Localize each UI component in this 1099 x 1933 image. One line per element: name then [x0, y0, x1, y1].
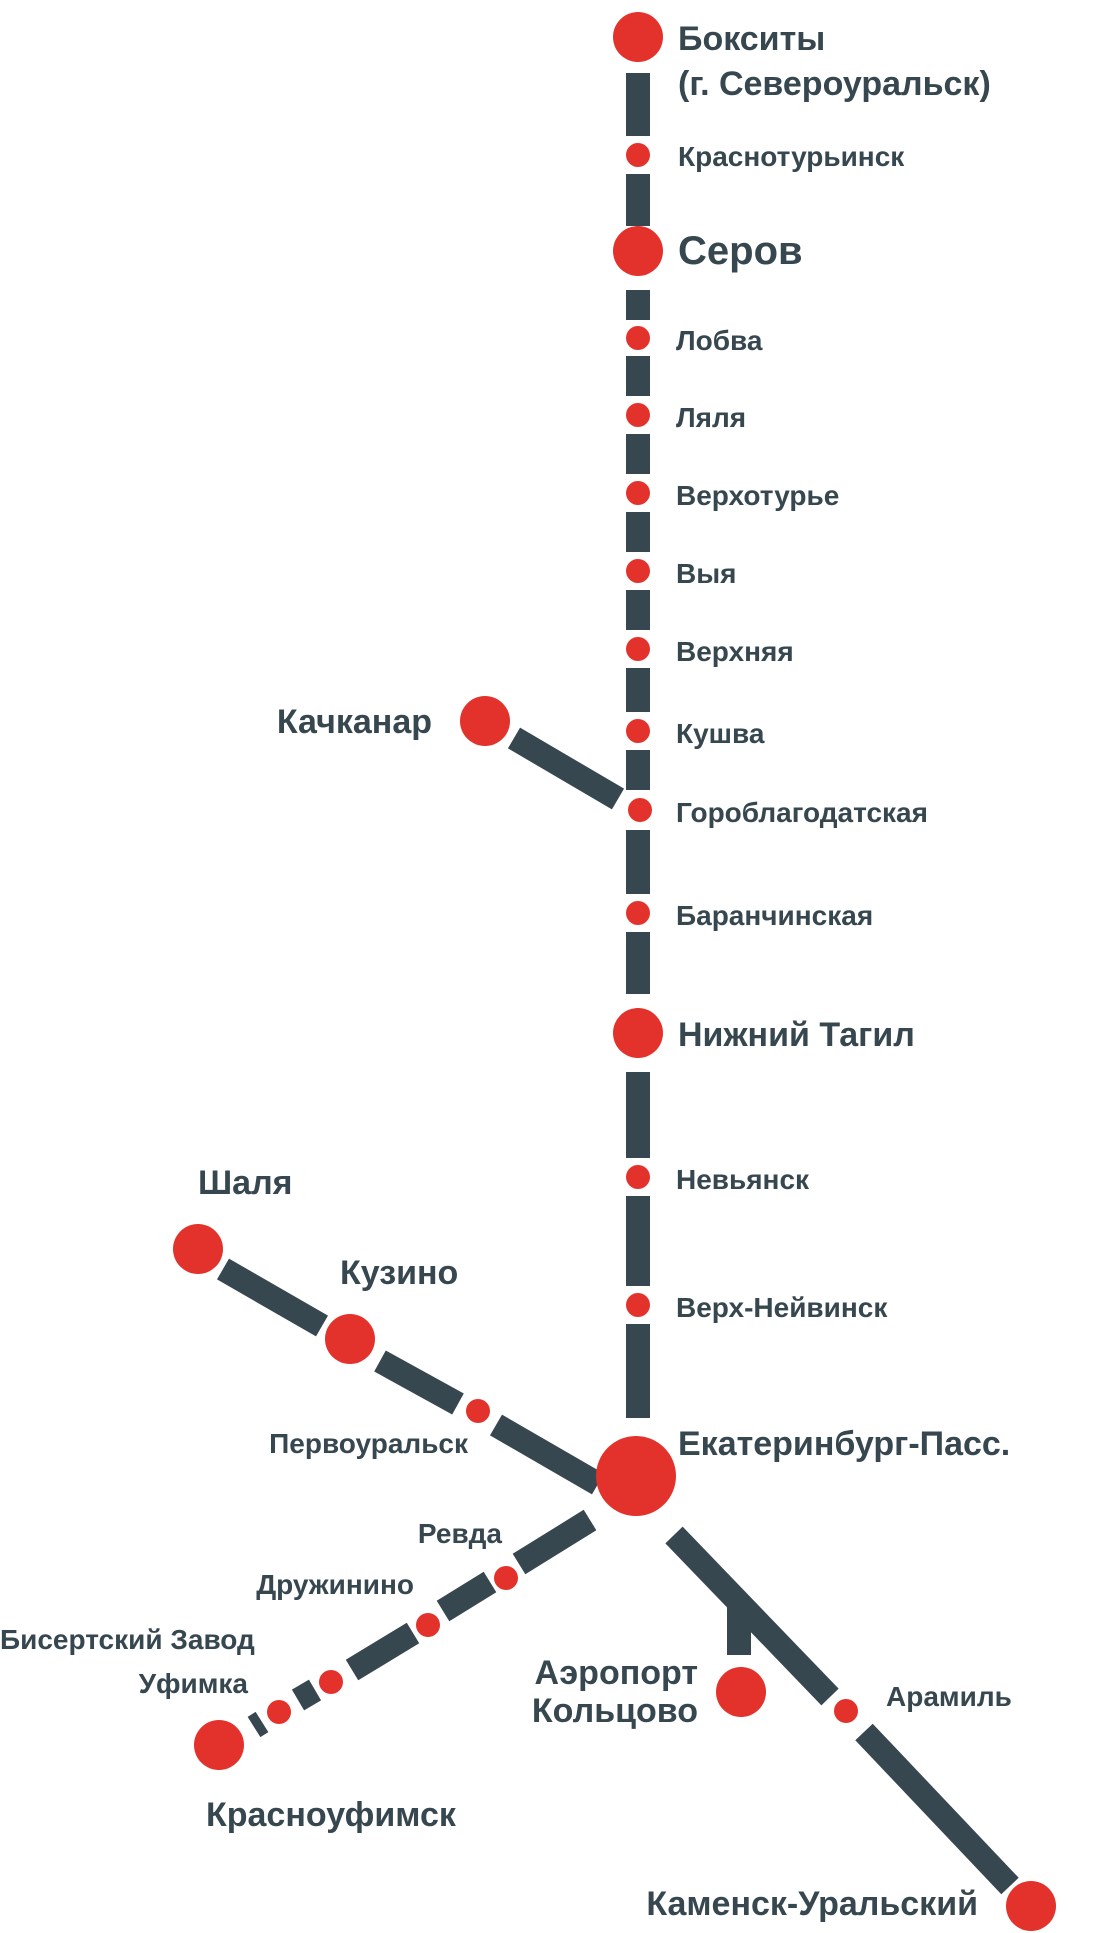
track-kachkanar-branch: [507, 727, 625, 810]
station-dot-krasnoturyinsk[interactable]: [626, 143, 650, 167]
station-dot-druzhinino[interactable]: [416, 1613, 440, 1637]
station-dot-verkh-neyvinsk[interactable]: [626, 1293, 650, 1317]
label-lobva[interactable]: Лобва: [676, 325, 763, 356]
label-kachkanar[interactable]: Качканар: [277, 703, 432, 741]
label-krasnoufimsk[interactable]: Красноуфимск: [206, 1796, 457, 1834]
station-dot-lobva[interactable]: [626, 326, 650, 350]
station-dot-ufimka[interactable]: [319, 1670, 343, 1694]
station-dot-kushva[interactable]: [626, 719, 650, 743]
label-aeroport-line1[interactable]: Аэропорт: [534, 1654, 698, 1692]
label-baranchinskaya[interactable]: Баранчинская: [676, 900, 873, 931]
label-kushva[interactable]: Кушва: [676, 718, 765, 749]
track-ufimka-bisertsky: [291, 1679, 322, 1711]
track-shalya-kuzino: [217, 1258, 328, 1337]
station-dot-kuzino[interactable]: [325, 1314, 375, 1364]
label-verkhoturye[interactable]: Верхотурье: [676, 480, 839, 511]
station-dot-vyya[interactable]: [626, 559, 650, 583]
label-boksity[interactable]: Бокситы: [678, 20, 825, 58]
label-aramil[interactable]: Арамиль: [886, 1681, 1012, 1712]
station-dot-aramil[interactable]: [834, 1699, 858, 1723]
station-dot-boksity[interactable]: [613, 12, 663, 62]
station-dot-shalya[interactable]: [173, 1224, 223, 1274]
station-dot-kachkanar[interactable]: [460, 696, 510, 746]
track-ekaterinburg-revda: [512, 1509, 597, 1575]
label-kuzino[interactable]: Кузино: [340, 1254, 458, 1292]
track-pervouralsk-ekaterinburg: [489, 1414, 605, 1495]
stations: [173, 12, 1056, 1931]
station-dot-verkhnyaya[interactable]: [626, 637, 650, 661]
label-shalya[interactable]: Шаля: [198, 1164, 293, 1202]
label-goroblagodatskaya[interactable]: Гороблагодатская: [676, 797, 928, 828]
station-dot-nevyansk[interactable]: [626, 1165, 650, 1189]
station-dot-goroblagodatskaya[interactable]: [628, 798, 652, 822]
station-dot-serov[interactable]: [613, 226, 663, 276]
label-vyya[interactable]: Выя: [676, 558, 736, 589]
label-ufimka[interactable]: Уфимка: [139, 1668, 249, 1699]
label-nizhny-tagil[interactable]: Нижний Тагил: [678, 1016, 915, 1054]
label-boksity-sub: (г. Североуральск): [678, 65, 991, 103]
station-dot-lyalya[interactable]: [626, 403, 650, 427]
label-aeroport-line2[interactable]: Кольцово: [532, 1692, 698, 1730]
track-ekaterinburg-aramil: [665, 1526, 839, 1706]
track-kuzino-pervouralsk: [374, 1350, 464, 1415]
station-dot-verkhoturye[interactable]: [626, 481, 650, 505]
station-dot-revda[interactable]: [494, 1566, 518, 1590]
label-serov[interactable]: Серов: [678, 229, 803, 273]
label-lyalya[interactable]: Ляля: [676, 402, 746, 433]
station-dot-kamensk[interactable]: [1006, 1881, 1056, 1931]
track-druzhinino-ufimka: [345, 1622, 420, 1681]
station-dot-ekaterinburg[interactable]: [596, 1436, 676, 1516]
station-dot-nizhny-tagil[interactable]: [613, 1008, 663, 1058]
station-dot-bisertsky-zavod[interactable]: [267, 1700, 291, 1724]
label-revda[interactable]: Ревда: [418, 1518, 503, 1549]
station-dot-aeroport[interactable]: [716, 1667, 766, 1717]
label-krasnoturyinsk[interactable]: Краснотурьинск: [678, 141, 905, 172]
label-bisertsky-zavod[interactable]: Бисертский Завод: [0, 1624, 255, 1655]
label-pervouralsk[interactable]: Первоуральск: [269, 1428, 469, 1459]
track-aramil-kamensk: [855, 1723, 1019, 1895]
track-lines: [217, 73, 1019, 1895]
label-verkh-neyvinsk[interactable]: Верх-Нейвинск: [676, 1292, 888, 1323]
station-dot-krasnoufimsk[interactable]: [194, 1720, 244, 1770]
label-druzhinino[interactable]: Дружинино: [256, 1569, 414, 1600]
station-labels: Бокситы (г. Североуральск) Краснотурьинс…: [0, 20, 1012, 1923]
track-revda-druzhinino: [436, 1571, 497, 1622]
label-kamensk[interactable]: Каменск-Уральский: [646, 1885, 978, 1923]
station-dot-pervouralsk[interactable]: [466, 1399, 490, 1423]
track-bisertsky-krasnoufimsk: [247, 1711, 269, 1738]
label-nevyansk[interactable]: Невьянск: [676, 1164, 810, 1195]
station-dot-baranchinskaya[interactable]: [626, 901, 650, 925]
label-ekaterinburg[interactable]: Екатеринбург-Пасс.: [678, 1425, 1010, 1463]
label-verkhnyaya[interactable]: Верхняя: [676, 636, 794, 667]
